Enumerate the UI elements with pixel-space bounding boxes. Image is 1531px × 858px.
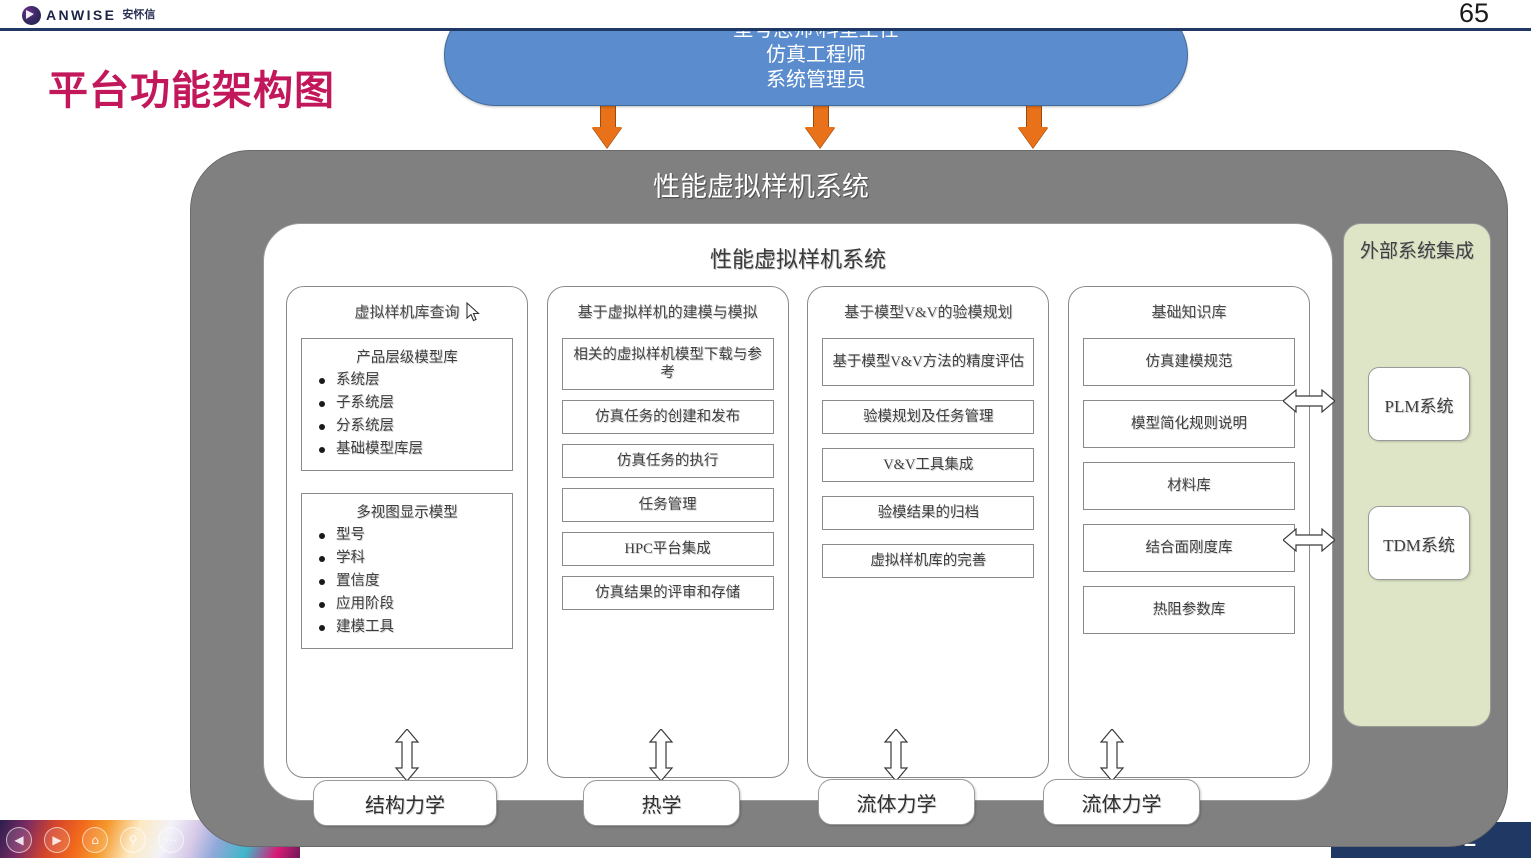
group-multiview-display-model[interactable]: 多视图显示模型 型号 学科 置信度 应用阶段 建模工具: [301, 493, 513, 649]
item-box[interactable]: HPC平台集成: [561, 532, 774, 566]
discipline-box-fluid-2[interactable]: 流体力学: [1043, 779, 1200, 825]
double-arrow-vertical-icon-4: [1099, 729, 1125, 781]
discipline-box-thermal[interactable]: 热学: [583, 780, 740, 826]
column-vv-validation-planning[interactable]: 基于模型V&V的验模规划 基于模型V&V方法的精度评估 验模规划及任务管理 V&…: [807, 286, 1050, 778]
column-title: 虚拟样机库查询: [354, 305, 460, 321]
double-arrow-vertical-icon-2: [648, 729, 674, 781]
external-systems-title: 外部系统集成: [1359, 241, 1474, 262]
item-box[interactable]: 任务管理: [561, 488, 774, 522]
list-item: 学科: [319, 547, 504, 570]
list-item: 建模工具: [319, 616, 504, 639]
mouse-cursor-icon: [466, 301, 482, 329]
list-item: 置信度: [319, 570, 504, 593]
item-box[interactable]: 热阻参数库: [1082, 586, 1295, 634]
role-line-3: 系统管理员: [766, 68, 866, 91]
home-icon[interactable]: ⌂: [82, 827, 108, 853]
item-box[interactable]: 仿真建模规范: [1082, 338, 1295, 386]
double-arrow-vertical-icon-3: [883, 729, 909, 781]
more-icon[interactable]: ⋯: [158, 827, 184, 853]
list-item: 型号: [319, 524, 504, 547]
column-virtual-prototype-query[interactable]: 虚拟样机库查询 产品层级模型库 系统层 子系统层 分系统层 基础模型库层 多视图…: [286, 286, 528, 778]
column-modeling-and-simulation[interactable]: 基于虚拟样机的建模与模拟 相关的虚拟样机模型下载与参考 仿真任务的创建和发布 仿…: [546, 286, 789, 778]
anwise-logo-mark-icon: [22, 5, 41, 25]
item-box[interactable]: 模型简化规则说明: [1082, 400, 1295, 448]
page-number: 65: [1458, 0, 1489, 28]
double-arrow-vertical-icon-1: [394, 729, 420, 781]
taskbar: ◀ ▶ ⌂ ⚲ ⋯: [0, 820, 300, 858]
forward-icon[interactable]: ▶: [44, 827, 70, 853]
platform-container: 性能虚拟样机系统 性能虚拟样机系统 虚拟样机库查询 产品层级模型库 系统层 子系…: [190, 150, 1508, 847]
external-system-plm[interactable]: PLM系统: [1368, 367, 1470, 441]
double-arrow-horizontal-icon-plm: [1283, 388, 1335, 414]
item-box[interactable]: 仿真任务的执行: [561, 444, 774, 478]
slide-header: ANWISE 安怀信 65: [0, 0, 1531, 29]
list-item: 应用阶段: [319, 593, 504, 616]
orange-down-arrow-icon-1: [592, 104, 622, 148]
page-title: 平台功能架构图: [48, 69, 335, 113]
item-box[interactable]: 仿真结果的评审和存储: [561, 576, 774, 610]
group-title: 多视图显示模型: [356, 505, 458, 521]
external-system-tdm[interactable]: TDM系统: [1368, 506, 1470, 580]
group-product-hierarchy-library[interactable]: 产品层级模型库 系统层 子系统层 分系统层 基础模型库层: [301, 338, 513, 471]
item-box[interactable]: 相关的虚拟样机模型下载与参考: [561, 338, 774, 390]
external-systems-panel: 外部系统集成 PLM系统 TDM系统: [1343, 223, 1491, 727]
back-icon[interactable]: ◀: [6, 827, 32, 853]
logo-brand-text: ANWISE: [46, 6, 117, 23]
group-title: 产品层级模型库: [356, 350, 458, 366]
column-title: 基于虚拟样机的建模与模拟: [577, 305, 758, 321]
system-panel: 性能虚拟样机系统 虚拟样机库查询 产品层级模型库 系统层 子系统层 分系统层 基…: [263, 223, 1333, 801]
discipline-box-structural[interactable]: 结构力学: [313, 780, 497, 826]
header-divider: [0, 28, 1531, 31]
item-box[interactable]: 虚拟样机库的完善: [822, 544, 1035, 578]
role-line-2: 仿真工程师: [766, 43, 866, 66]
item-box[interactable]: 验模结果的归档: [822, 496, 1035, 530]
function-columns: 虚拟样机库查询 产品层级模型库 系统层 子系统层 分系统层 基础模型库层 多视图…: [286, 286, 1310, 778]
discipline-box-fluid-1[interactable]: 流体力学: [818, 779, 975, 825]
anwise-logo: ANWISE 安怀信: [22, 4, 155, 26]
double-arrow-horizontal-icon-tdm: [1283, 527, 1335, 553]
orange-down-arrow-icon-2: [805, 104, 835, 148]
column-title: 基础知识库: [1151, 305, 1227, 321]
item-box[interactable]: 材料库: [1082, 462, 1295, 510]
column-title: 基于模型V&V的验模规划: [844, 305, 1013, 321]
logo-brand-chinese: 安怀信: [122, 8, 156, 21]
item-box[interactable]: 基于模型V&V方法的精度评估: [822, 338, 1035, 386]
list-item: 系统层: [319, 369, 504, 392]
item-box[interactable]: 仿真任务的创建和发布: [561, 400, 774, 434]
item-box[interactable]: 验模规划及任务管理: [822, 400, 1035, 434]
orange-down-arrow-icon-3: [1018, 104, 1048, 148]
list-item: 分系统层: [319, 415, 504, 438]
list-item: 基础模型库层: [319, 438, 504, 461]
taskbar-icon-group: ◀ ▶ ⌂ ⚲ ⋯: [6, 827, 184, 853]
list-item: 子系统层: [319, 392, 504, 415]
column-knowledge-base[interactable]: 基础知识库 仿真建模规范 模型简化规则说明 材料库 结合面刚度库 热阻参数库: [1067, 286, 1310, 778]
item-box[interactable]: 结合面刚度库: [1082, 524, 1295, 572]
search-icon[interactable]: ⚲: [120, 827, 146, 853]
platform-container-title: 性能虚拟样机系统: [653, 172, 869, 202]
system-panel-title: 性能虚拟样机系统: [709, 247, 886, 272]
item-box[interactable]: V&V工具集成: [822, 448, 1035, 482]
